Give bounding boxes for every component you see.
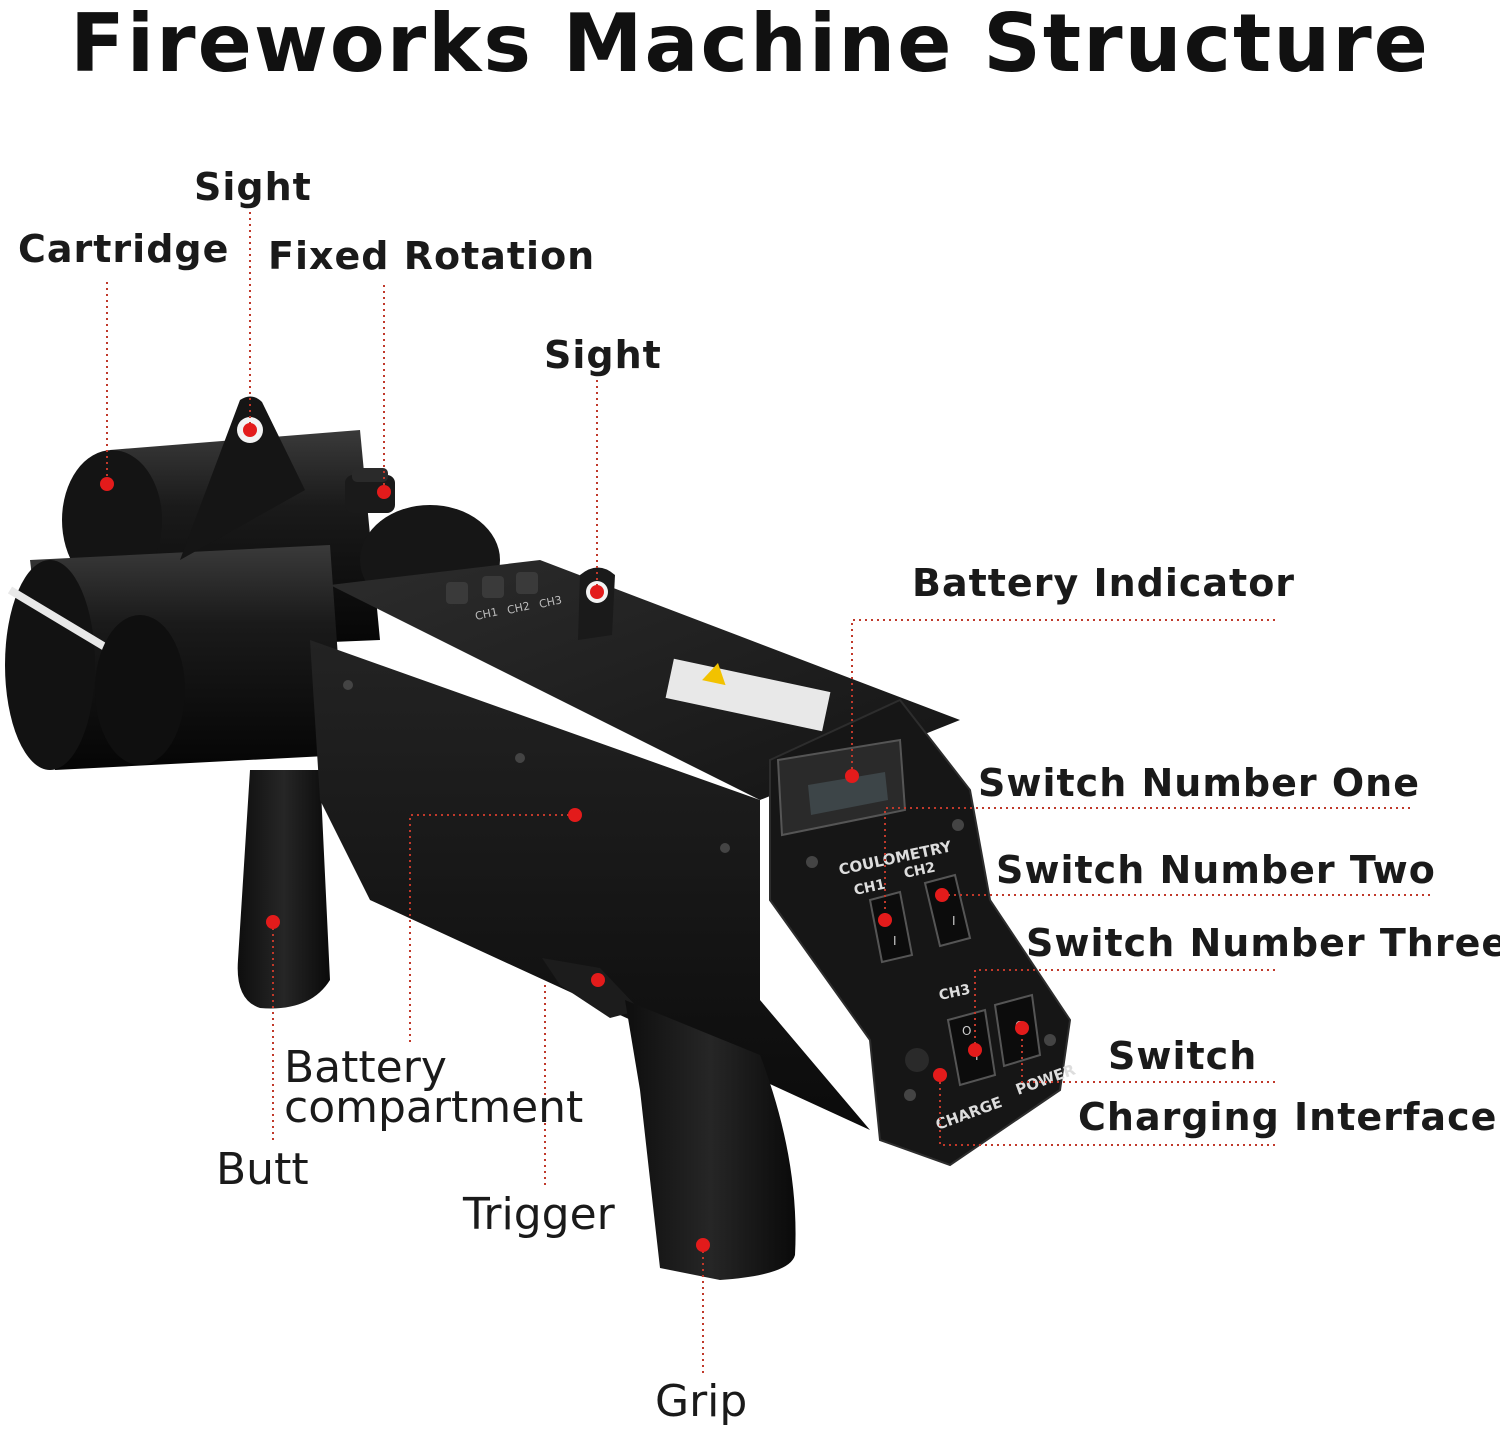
dot-grip [696, 1238, 710, 1252]
mounting-disc [95, 615, 185, 765]
leader-switch-one [884, 807, 1410, 920]
dot-switch-one [878, 913, 892, 927]
dot-butt [266, 915, 280, 929]
dot-cartridge [100, 477, 114, 491]
dot-sight-mid [590, 585, 604, 599]
dot-charging [933, 1068, 947, 1082]
front-grip [625, 1000, 796, 1280]
warning-triangle [702, 663, 726, 686]
label-switch-three: Switch Number Three [1026, 921, 1500, 965]
ch1-text: CH1 [853, 877, 887, 899]
cartridge-tube-lower-end [5, 560, 95, 770]
label-grip: Grip [655, 1376, 748, 1427]
sw2-on-glyph: I [952, 914, 956, 928]
top-channel-buttons [446, 572, 538, 604]
dot-trigger [591, 973, 605, 987]
trigger [542, 958, 640, 1018]
label-switch-two: Switch Number Two [996, 848, 1436, 892]
body-side-face [310, 640, 870, 1130]
label-sight-mid: Sight [544, 333, 662, 377]
marker-dots [100, 423, 1029, 1252]
battery-lcd [776, 738, 907, 837]
top-ch1-text: CH1 [474, 605, 499, 622]
leader-switch [1021, 1028, 1275, 1083]
butt-grip [237, 770, 330, 1009]
top-ch3-text: CH3 [538, 593, 563, 610]
label-butt: Butt [216, 1144, 309, 1195]
sw1-on-glyph: I [893, 934, 897, 948]
leader-lines [106, 212, 1430, 1375]
dot-sight-top [243, 423, 257, 437]
label-battery-indicator: Battery Indicator [912, 561, 1296, 605]
machine-body: CH1 CH2 CH3 COULOMETRY CH1 CH2 CH3 CHARG… [5, 396, 1078, 1280]
dot-switch-three [968, 1043, 982, 1057]
diagram-title: Fireworks Machine Structure [70, 0, 1430, 90]
dot-battery-indicator [845, 769, 859, 783]
label-charging-interface: Charging Interface [1078, 1095, 1498, 1139]
label-cartridge: Cartridge [18, 227, 230, 271]
ch2-text: CH2 [903, 860, 937, 882]
label-switch-one: Switch Number One [978, 761, 1420, 805]
label-switch: Switch [1108, 1034, 1258, 1078]
dot-fixed-rotation [377, 485, 391, 499]
label-battery-compartment-line1: Battery [284, 1042, 447, 1093]
sw3-off-glyph: O [962, 1024, 971, 1038]
leader-switch-three [974, 969, 1275, 1050]
ch3-text: CH3 [938, 982, 972, 1004]
fixed-rotation-knob [345, 468, 395, 513]
label-sight-top: Sight [194, 165, 312, 209]
side-screws [343, 680, 1056, 1101]
body-top-face [330, 560, 960, 800]
label-battery-compartment-line2: compartment [284, 1082, 584, 1133]
leader-battery-compartment [409, 814, 575, 1045]
dot-switch [1015, 1021, 1029, 1035]
dot-switch-two [935, 888, 949, 902]
label-fixed-rotation: Fixed Rotation [268, 234, 596, 278]
sight-plate [180, 396, 305, 560]
dot-battery-compartment [568, 808, 582, 822]
label-trigger: Trigger [463, 1189, 615, 1240]
top-ch2-text: CH2 [506, 599, 531, 616]
